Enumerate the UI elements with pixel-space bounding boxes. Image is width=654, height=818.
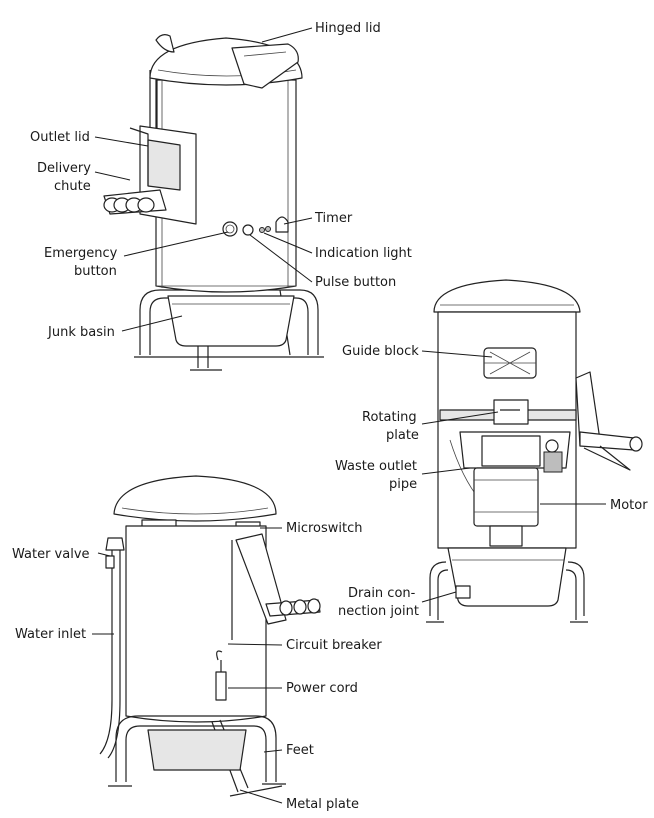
drain-connection-joint [455, 585, 471, 599]
label-drain-connection-joint-2: nection joint [338, 604, 419, 619]
leader-lines [92, 27, 606, 804]
label-water-valve: Water valve [12, 547, 90, 562]
guide-block [483, 347, 537, 379]
label-microswitch: Microswitch [286, 521, 363, 536]
emergency-button [222, 221, 238, 237]
label-emergency-button-1: Emergency [44, 246, 118, 261]
front-view-machine [103, 34, 324, 371]
label-rotating-plate-1: Rotating [362, 410, 417, 425]
rotating-plate [439, 399, 577, 425]
labels: Hinged lid Outlet lid Delivery chute Tim… [12, 21, 648, 812]
label-water-inlet: Water inlet [15, 627, 86, 642]
cutaway-view-machine [426, 279, 643, 623]
water-valve [105, 537, 125, 551]
water-inlet [99, 548, 113, 755]
label-feet: Feet [286, 743, 314, 758]
label-waste-outlet-pipe-1: Waste outlet [335, 459, 417, 474]
label-timer: Timer [314, 211, 353, 226]
junk-basin [167, 295, 295, 347]
label-delivery-chute-2: chute [54, 179, 91, 194]
label-pulse-button: Pulse button [315, 275, 396, 290]
indication-light [259, 227, 265, 233]
label-delivery-chute-1: Delivery [37, 161, 91, 176]
metal-plate [229, 785, 283, 797]
delivery-chute [103, 125, 197, 225]
pulse-button [242, 224, 254, 236]
label-outlet-lid: Outlet lid [30, 130, 90, 145]
label-hinged-lid: Hinged lid [315, 21, 381, 36]
timer-knob [275, 216, 289, 233]
label-rotating-plate-2: plate [386, 428, 419, 443]
label-emergency-button-2: button [74, 264, 117, 279]
rear-view-machine [99, 475, 321, 797]
label-waste-outlet-pipe-2: pipe [389, 477, 417, 492]
label-power-cord: Power cord [286, 681, 358, 696]
label-drain-connection-joint-1: Drain con- [348, 586, 416, 601]
label-motor: Motor [610, 498, 648, 513]
label-guide-block: Guide block [342, 344, 419, 359]
motor [473, 467, 539, 527]
label-metal-plate: Metal plate [286, 797, 359, 812]
label-junk-basin: Junk basin [47, 325, 115, 340]
power-cord [215, 671, 227, 701]
label-indication-light: Indication light [315, 246, 412, 261]
circuit-breaker [216, 650, 223, 661]
label-circuit-breaker: Circuit breaker [286, 638, 382, 653]
